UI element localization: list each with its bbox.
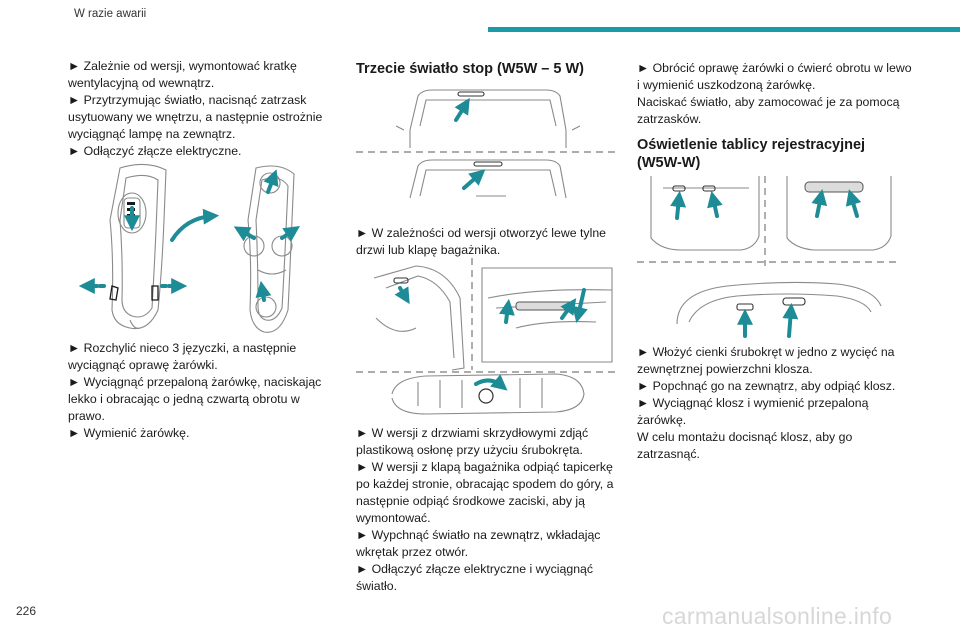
col2-instructions-top: ► W zależności od wersji otworzyć lewe t… bbox=[356, 225, 618, 259]
step: ► W wersji z klapą bagażnika odpiąć tapi… bbox=[356, 460, 614, 525]
third-brake-light-rear-doors-illustration bbox=[356, 86, 618, 210]
col2-heading-block: Trzecie światło stop (W5W – 5 W) bbox=[356, 60, 618, 78]
section-heading-third-brake-light: Trzecie światło stop (W5W – 5 W) bbox=[356, 61, 585, 77]
step: ► Popchnąć go na zewnątrz, aby odpiąć kl… bbox=[637, 379, 896, 393]
license-plate-light-illustration bbox=[637, 176, 899, 340]
step: ► Wypchnąć światło na zewnątrz, wkładają… bbox=[356, 528, 601, 559]
watermark: carmanualsonline.info bbox=[662, 603, 893, 629]
col2-instructions-bottom: ► W wersji z drzwiami skrzydłowymi zdjąć… bbox=[356, 425, 618, 595]
step: ► Wyciągnąć klosz i wymienić przepaloną … bbox=[637, 396, 869, 427]
step: ► Wymienić żarówkę. bbox=[68, 426, 190, 440]
col3-instructions-top: ► Obrócić oprawę żarówki o ćwierć obrotu… bbox=[637, 60, 912, 128]
page-number: 226 bbox=[16, 604, 37, 618]
step: ► Odłączyć złącze elektryczne i wyciągną… bbox=[356, 562, 594, 593]
col3-instructions-bottom: ► Włożyć cienki śrubokręt w jedno z wyci… bbox=[637, 344, 912, 463]
step: ► W zależności od wersji otworzyć lewe t… bbox=[356, 226, 606, 257]
col1-instructions-top: ► Zależnie od wersji, wymontować kratkę … bbox=[68, 58, 330, 160]
step: ► Obrócić oprawę żarówki o ćwierć obrotu… bbox=[637, 61, 912, 92]
step: ► Wyciągnąć przepaloną żarówkę, naciskaj… bbox=[68, 375, 322, 423]
step: ► Przytrzymując światło, nacisnąć zatrza… bbox=[68, 93, 323, 141]
step: ► Odłączyć złącze elektryczne. bbox=[68, 144, 242, 158]
col3-heading-block: Oświetlenie tablicy rejestracyjnej (W5W-… bbox=[637, 136, 912, 172]
third-brake-light-removal-illustration bbox=[356, 258, 618, 424]
section-heading-license-plate-light: Oświetlenie tablicy rejestracyjnej (W5W-… bbox=[637, 137, 866, 171]
step: ► Włożyć cienki śrubokręt w jedno z wyci… bbox=[637, 345, 895, 376]
step: W celu montażu docisnąć klosz, aby go za… bbox=[637, 430, 853, 461]
rear-lamp-illustration bbox=[68, 160, 330, 335]
header-accent-bar bbox=[488, 27, 960, 32]
step: ► Rozchylić nieco 3 języczki, a następni… bbox=[68, 341, 297, 372]
step: Naciskać światło, aby zamocować je za po… bbox=[637, 95, 900, 126]
col1-instructions-bottom: ► Rozchylić nieco 3 języczki, a następni… bbox=[68, 340, 330, 442]
step: ► Zależnie od wersji, wymontować kratkę … bbox=[68, 59, 297, 90]
running-header: W razie awarii bbox=[74, 8, 147, 20]
step: ► W wersji z drzwiami skrzydłowymi zdjąć… bbox=[356, 426, 589, 457]
